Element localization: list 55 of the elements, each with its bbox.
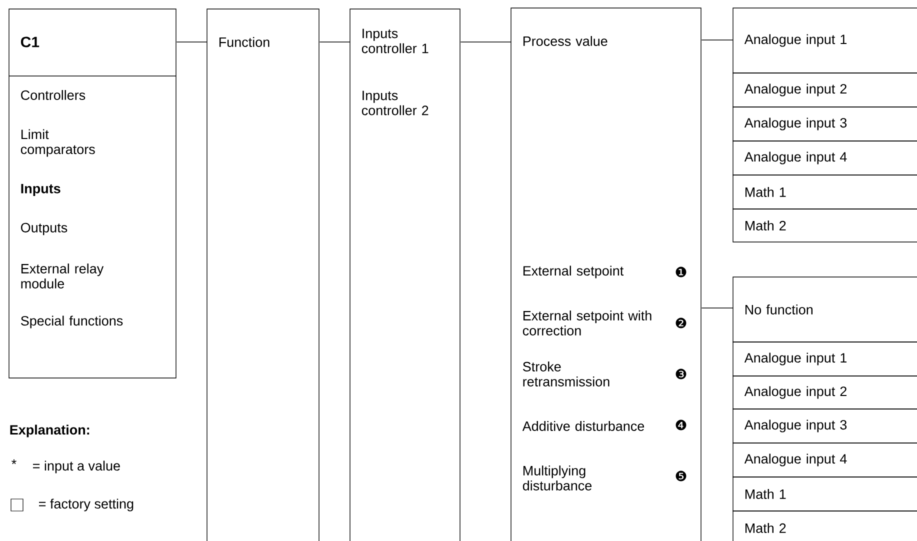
menu-item: External setpoint: [523, 266, 624, 278]
menu-item: Analogue input 2: [744, 386, 846, 399]
option-cell: [732, 140, 917, 176]
menu-column: [206, 8, 320, 541]
menu-item: Math 1: [745, 489, 786, 499]
legend-text: = factory setting: [39, 498, 134, 512]
option-cell: [732, 342, 917, 376]
option-cell: [732, 408, 917, 444]
menu-item: Process value: [523, 36, 608, 46]
callout-number: ❸: [676, 368, 686, 380]
menu-item: Analogue input 1: [744, 34, 846, 47]
legend-text: = input a value: [33, 460, 120, 474]
option-cell: [732, 72, 917, 108]
menu-item: Additive disturbance: [522, 421, 644, 431]
menu-item: Analogue input 2: [744, 84, 846, 96]
menu-item: Special functions: [20, 316, 123, 328]
menu-item: External setpoint with correction: [522, 310, 652, 336]
menu-item: Analogue input 4: [744, 152, 847, 164]
menu-item: Controllers: [21, 90, 86, 100]
callout-number: ❷: [676, 318, 686, 328]
option-cell: [732, 208, 917, 242]
menu-column: [510, 8, 702, 541]
menu-item: Math 2: [745, 220, 786, 230]
menu-item: External relay module: [21, 264, 104, 288]
menu-column: [350, 8, 460, 541]
option-cell: [732, 8, 917, 74]
menu-item: Function: [219, 37, 270, 47]
menu-item: Outputs: [21, 222, 68, 236]
callout-number: ❹: [676, 420, 686, 430]
menu-item: C1: [20, 36, 40, 48]
option-cell: [732, 510, 917, 541]
menu-item: Stroke retransmission: [522, 362, 610, 386]
menu-item: Inputs controller 1: [362, 28, 428, 54]
option-cell: [732, 376, 917, 410]
menu-item: Analogue input 3: [744, 118, 847, 130]
menu-item: Limit comparators: [20, 129, 95, 157]
menu-item: Analogue input 3: [744, 420, 847, 432]
menu-item: Analogue input 1: [744, 352, 846, 366]
menu-item: Inputs controller 2: [362, 90, 428, 116]
menu-item: Math 1: [745, 187, 786, 197]
callout-number: ❶: [676, 266, 686, 278]
menu-item: Multiplying disturbance: [522, 466, 592, 490]
menu-item: Inputs: [21, 184, 60, 196]
option-cell: [732, 106, 917, 142]
option-cell: [732, 442, 917, 478]
menu-item: Analogue input 4: [744, 454, 847, 466]
menu-box: [8, 8, 176, 378]
heading: Explanation:: [10, 424, 90, 438]
menu-item: Math 2: [745, 523, 786, 533]
option-cell: [732, 276, 917, 342]
callout-number: ❺: [676, 470, 686, 482]
option-cell: [732, 174, 917, 210]
menu-item: No function: [745, 304, 813, 314]
asterisk: *: [12, 459, 16, 464]
option-cell: [732, 476, 917, 512]
